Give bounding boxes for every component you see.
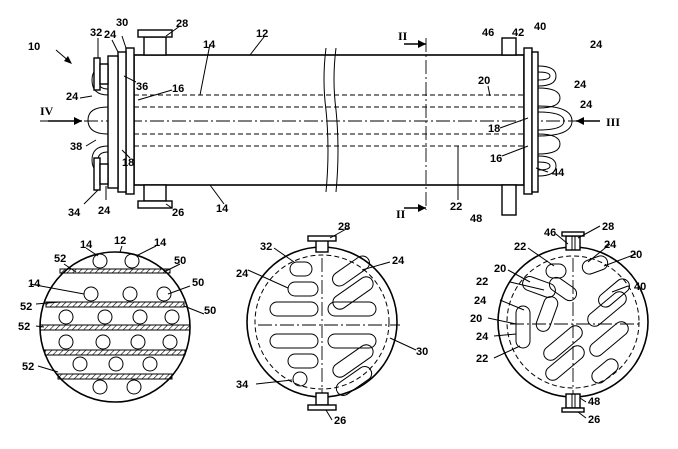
label-20: 20 xyxy=(478,75,490,87)
label-32: 32 xyxy=(90,27,102,39)
label-22: 22 xyxy=(514,241,526,253)
label-40: 40 xyxy=(634,281,646,293)
label-14: 14 xyxy=(154,237,167,249)
label-12: 12 xyxy=(256,28,268,40)
label-20: 20 xyxy=(470,313,482,325)
label-26: 26 xyxy=(172,207,184,219)
section-ii-view xyxy=(29,245,205,403)
label-ii: II xyxy=(396,207,406,221)
section-iv-view xyxy=(487,225,649,419)
label-26: 26 xyxy=(588,414,600,426)
tube-sheet-right xyxy=(523,47,533,195)
label-52: 52 xyxy=(20,301,32,313)
label-46: 46 xyxy=(482,27,494,39)
label-24: 24 xyxy=(104,29,117,41)
label-24: 24 xyxy=(236,268,249,280)
label-24: 24 xyxy=(574,79,587,91)
label-42: 42 xyxy=(512,27,524,39)
label-38: 38 xyxy=(70,141,82,153)
label-48: 48 xyxy=(588,396,600,408)
label-10: 10 xyxy=(28,41,40,53)
label-28: 28 xyxy=(338,221,350,233)
label-24: 24 xyxy=(604,239,617,251)
label-30: 30 xyxy=(416,346,428,358)
label-16: 16 xyxy=(172,83,184,95)
label-ii: II xyxy=(398,29,408,43)
tube-sheet-left xyxy=(125,47,135,195)
label-40: 40 xyxy=(534,21,546,33)
label-34: 34 xyxy=(68,207,81,219)
label-18: 18 xyxy=(488,123,500,135)
label-20: 20 xyxy=(630,249,642,261)
label-14: 14 xyxy=(203,39,216,51)
label-16: 16 xyxy=(490,153,502,165)
label-24: 24 xyxy=(590,39,603,51)
label-52: 52 xyxy=(22,361,34,373)
label-36: 36 xyxy=(136,81,148,93)
label-26: 26 xyxy=(334,415,346,427)
side-view xyxy=(40,25,600,216)
label-50: 50 xyxy=(204,305,216,317)
reference-numerals: 10 32 24 30 28 12 14 36 24 16 IV 38 18 1… xyxy=(18,17,646,427)
label-24: 24 xyxy=(98,205,111,217)
label-52: 52 xyxy=(18,321,30,333)
label-28: 28 xyxy=(176,18,188,30)
label-iv: IV xyxy=(40,104,54,118)
label-48: 48 xyxy=(470,213,482,225)
label-12: 12 xyxy=(114,235,126,247)
label-52: 52 xyxy=(54,253,66,265)
break-line xyxy=(333,47,339,193)
label-iii: III xyxy=(606,115,620,129)
section-iii-view xyxy=(246,227,417,421)
label-24: 24 xyxy=(66,91,79,103)
label-18: 18 xyxy=(122,157,134,169)
label-22: 22 xyxy=(476,353,488,365)
label-30: 30 xyxy=(116,17,128,29)
break-line xyxy=(323,47,329,193)
label-24: 24 xyxy=(580,99,593,111)
label-22: 22 xyxy=(450,201,462,213)
label-50: 50 xyxy=(192,277,204,289)
label-44: 44 xyxy=(552,167,565,179)
label-24: 24 xyxy=(476,331,489,343)
label-14: 14 xyxy=(216,203,229,215)
label-24: 24 xyxy=(474,295,487,307)
label-14: 14 xyxy=(28,278,41,290)
label-28: 28 xyxy=(602,221,614,233)
label-46: 46 xyxy=(544,227,556,239)
label-14: 14 xyxy=(80,239,93,251)
label-32: 32 xyxy=(260,241,272,253)
label-50: 50 xyxy=(174,255,186,267)
label-34: 34 xyxy=(236,379,249,391)
shell xyxy=(133,54,525,186)
label-20: 20 xyxy=(494,263,506,275)
label-24: 24 xyxy=(392,255,405,267)
label-22: 22 xyxy=(476,276,488,288)
